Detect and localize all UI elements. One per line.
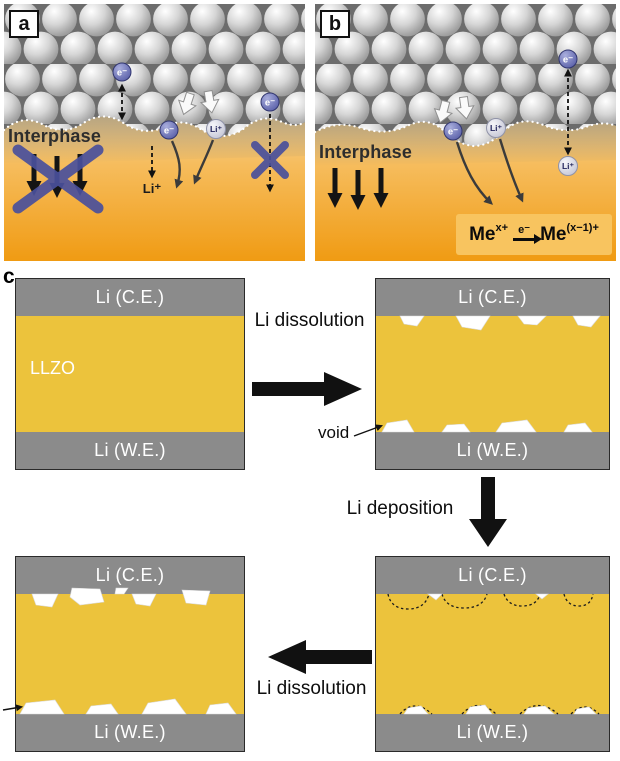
panel-a-label: a: [9, 10, 39, 38]
panel-c: c Li (C.E.) LLZO Li (W.E.) Li (C.E.) Li …: [0, 265, 620, 761]
llzo-electrolyte: [376, 316, 609, 432]
panel-c-label: c: [3, 265, 15, 288]
panel-b-label: b: [320, 10, 350, 38]
panel-b: e⁻ Li⁺ e⁻ Li⁺ b Interphase Mex+ e⁻: [315, 4, 616, 261]
li-ce-label: Li (C.E.): [458, 287, 527, 307]
li-we-label: Li (W.E.): [94, 440, 166, 460]
cell-after-deposition: Li (C.E.) Li (W.E.): [375, 556, 610, 752]
interphase-label: Interphase: [319, 142, 413, 162]
reduction-formula: Mex+ e⁻ Me(x−1)+: [456, 214, 612, 255]
interphase-label: Interphase: [8, 126, 102, 146]
li-we-label: Li (W.E.): [456, 440, 529, 460]
li-we-electrode: Li (W.E.): [376, 714, 609, 751]
li-we-electrode: Li (W.E.): [16, 714, 244, 751]
lithium-ion: Li⁺: [486, 118, 506, 138]
li-ce-label: Li (C.E.): [95, 565, 165, 585]
interphase-gradient: [4, 116, 305, 164]
right-arrow-icon: [513, 235, 543, 244]
block-arrow-icon: [433, 95, 475, 124]
svg-text:Li⁺: Li⁺: [490, 123, 503, 133]
electron-ion: e⁻: [558, 49, 578, 69]
electron-ion: e⁻: [260, 92, 280, 112]
li-we-label: Li (W.E.): [456, 722, 529, 742]
li-ce-electrode: Li (C.E.): [16, 279, 244, 316]
right-process-arrow: [252, 372, 362, 406]
li-ce-label: Li (C.E.): [95, 287, 165, 307]
li-ce-electrode: Li (C.E.): [376, 279, 609, 316]
svg-text:Li⁺: Li⁺: [210, 124, 223, 134]
panel-a-graphic: e⁻ e⁻ Li⁺ Li⁺ e⁻: [4, 4, 305, 261]
lithium-ion: Li⁺: [558, 156, 578, 176]
svg-text:e⁻: e⁻: [164, 126, 174, 137]
void-pointer-arrow: [353, 424, 383, 437]
cell-after-dissolution: Li (C.E.) Li (W.E.): [375, 278, 610, 470]
svg-text:e⁻: e⁻: [117, 68, 127, 79]
li-we-electrode: Li (W.E.): [376, 432, 609, 469]
left-process-arrow: [268, 640, 372, 674]
step-li-dissolution-2: Li dissolution: [256, 678, 367, 699]
down-process-arrow: [469, 477, 507, 547]
electron-ion: e⁻: [112, 62, 132, 82]
electron-transfer-arrow: e⁻: [513, 224, 543, 244]
species-oxidized: Mex+: [469, 222, 509, 245]
svg-text:Li⁺: Li⁺: [562, 161, 575, 171]
llzo-label: LLZO: [30, 358, 76, 378]
step-li-deposition: Li deposition: [346, 498, 454, 519]
block-arrow-icon: [177, 89, 220, 116]
svg-text:e⁻: e⁻: [563, 55, 573, 66]
svg-text:e⁻: e⁻: [448, 127, 458, 138]
wavy-interface-line: [315, 120, 616, 148]
li-we-electrode: Li (W.E.): [16, 432, 244, 469]
species-reduced: Me(x−1)+: [540, 222, 599, 245]
svg-text:e⁻: e⁻: [265, 98, 275, 109]
panel-a: e⁻ e⁻ Li⁺ Li⁺ e⁻ a In: [4, 4, 305, 261]
step-li-dissolution-1: Li dissolution: [254, 310, 365, 331]
li-ce-electrode: Li (C.E.): [376, 557, 609, 594]
electron-label: e⁻: [518, 224, 531, 237]
cell-after-second-dissolution: Li (C.E.) Li (W.E.): [2, 556, 245, 752]
llzo-electrolyte: [376, 594, 609, 714]
lithium-ion: Li⁺: [206, 119, 226, 139]
void-label: void: [318, 423, 350, 442]
electron-migration-arrow: [170, 140, 184, 189]
li-we-label: Li (W.E.): [94, 722, 166, 742]
sphere-lattice: [4, 4, 305, 136]
interphase-arrows: [327, 168, 389, 210]
electron-ion: e⁻: [159, 120, 179, 140]
blocked-cross-icon-small: [251, 141, 289, 179]
llzo-electrolyte: [16, 594, 244, 714]
interphase-gradient: [315, 121, 616, 166]
sphere-lattice: [315, 4, 616, 146]
lithium-migration-arrow: [193, 139, 215, 185]
lithium-migration-arrow: [498, 138, 524, 203]
cell-initial: Li (C.E.) LLZO Li (W.E.): [15, 278, 245, 470]
electron-migration-arrow: [455, 141, 493, 205]
blocked-cross-icon: [12, 144, 104, 214]
electron-ion: e⁻: [443, 121, 463, 141]
li-ce-electrode: Li (C.E.): [16, 557, 244, 594]
lithium-label: Li⁺: [143, 181, 162, 196]
llzo-electrolyte: LLZO: [16, 316, 244, 432]
li-ce-label: Li (C.E.): [458, 565, 527, 585]
